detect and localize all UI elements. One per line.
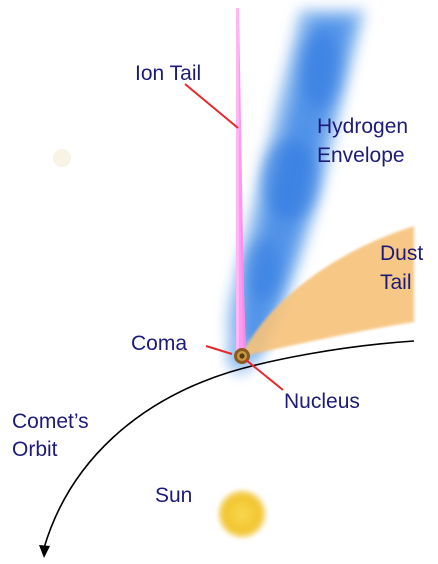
label-dust-line2: Tail <box>380 271 412 294</box>
leader-ion-tail <box>185 84 238 128</box>
orbit-arrow-icon <box>39 545 50 558</box>
label-hydrogen-line2: Envelope <box>317 144 405 167</box>
label-dust-line1: Dust <box>380 242 423 265</box>
label-nucleus: Nucleus <box>284 390 360 413</box>
label-orbit-line2: Orbit <box>12 438 58 461</box>
label-ion-tail: Ion Tail <box>135 62 201 85</box>
sun-disc <box>218 490 266 538</box>
label-sun: Sun <box>155 484 192 507</box>
faint-dot <box>53 149 71 167</box>
label-orbit-line1: Comet’s <box>12 410 89 433</box>
label-coma: Coma <box>131 332 187 355</box>
label-hydrogen-line1: Hydrogen <box>317 115 408 138</box>
